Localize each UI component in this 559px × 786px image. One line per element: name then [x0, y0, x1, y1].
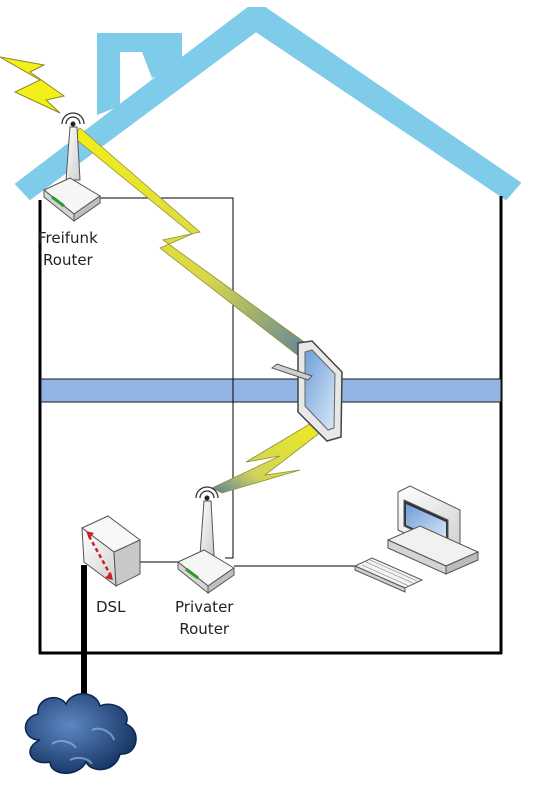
freifunk-router-label-line2: Router: [43, 251, 93, 269]
tablet-icon: [270, 340, 343, 442]
roof: [15, 7, 521, 200]
private-router-label-line2: Router: [179, 620, 230, 638]
router-icon: [177, 486, 235, 595]
roof-band: [15, 7, 521, 200]
private-router-label-line1: Privater: [175, 598, 234, 616]
lightning-bolt-icon: [211, 417, 331, 494]
network-cables: [100, 197, 372, 567]
private-router-label: Privater Router: [175, 596, 233, 640]
router-icon: [43, 112, 101, 223]
chimney: [97, 33, 182, 115]
dsl-modem-icon: [81, 515, 141, 588]
dsl-label: DSL: [96, 598, 126, 616]
freifunk-router-label-line1: Freifunk: [38, 229, 98, 247]
cable-freifunk-to-private-router: [100, 197, 234, 559]
lightning-bolt-icon: [0, 56, 66, 114]
floor-separator: [40, 378, 502, 403]
house-walls: [38, 196, 503, 655]
lightning-bolt-icon: [71, 127, 319, 358]
cloud-icon: [24, 693, 137, 774]
freifunk-router-label: Freifunk Router: [38, 227, 98, 271]
computer-icon: [353, 485, 480, 593]
